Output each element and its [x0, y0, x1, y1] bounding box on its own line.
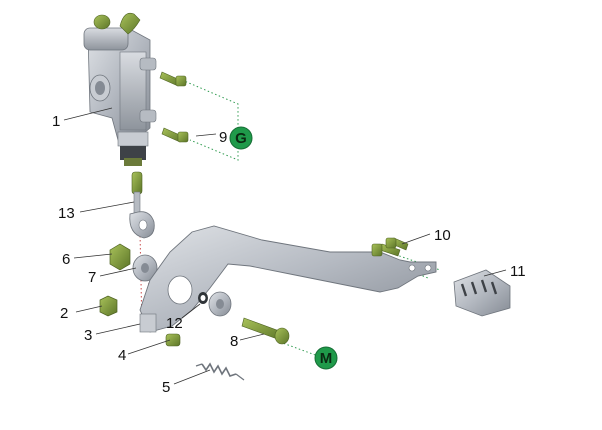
badge-m: M — [314, 346, 338, 370]
part-bolt-lower — [161, 127, 189, 143]
callout-3: 3 — [84, 327, 92, 344]
badge-g-label: G — [235, 130, 247, 147]
callout-13: 13 — [58, 205, 75, 222]
callout-6: 6 — [62, 251, 70, 268]
part-nut-6 — [109, 243, 131, 271]
callout-7: 7 — [88, 269, 96, 286]
part-pedal-tip — [453, 269, 511, 317]
callout-1: 1 — [52, 113, 60, 130]
part-pivot-bolt — [241, 317, 290, 345]
part-pivot-bushing — [208, 291, 232, 317]
part-bolt-4 — [165, 333, 181, 347]
part-bolts-10 — [371, 237, 409, 257]
callout-8: 8 — [230, 333, 238, 350]
part-washer-12 — [198, 292, 208, 304]
part-bushing-7 — [132, 254, 158, 282]
badge-m-label: M — [320, 350, 333, 367]
part-master-cylinder — [83, 12, 157, 166]
part-spring — [195, 362, 245, 381]
callout-9: 9 — [219, 129, 227, 146]
part-brake-pedal — [139, 225, 437, 333]
callout-12: 12 — [166, 315, 183, 332]
callout-2: 2 — [60, 305, 68, 322]
callout-5: 5 — [162, 379, 170, 396]
leader-lines — [63, 107, 507, 385]
part-push-rod — [129, 171, 155, 239]
badge-g: G — [229, 126, 253, 150]
callout-11: 11 — [510, 263, 526, 280]
callout-10: 10 — [434, 227, 451, 244]
part-bolt-upper — [159, 71, 187, 87]
part-nut-2 — [99, 295, 118, 317]
callout-4: 4 — [118, 347, 126, 364]
